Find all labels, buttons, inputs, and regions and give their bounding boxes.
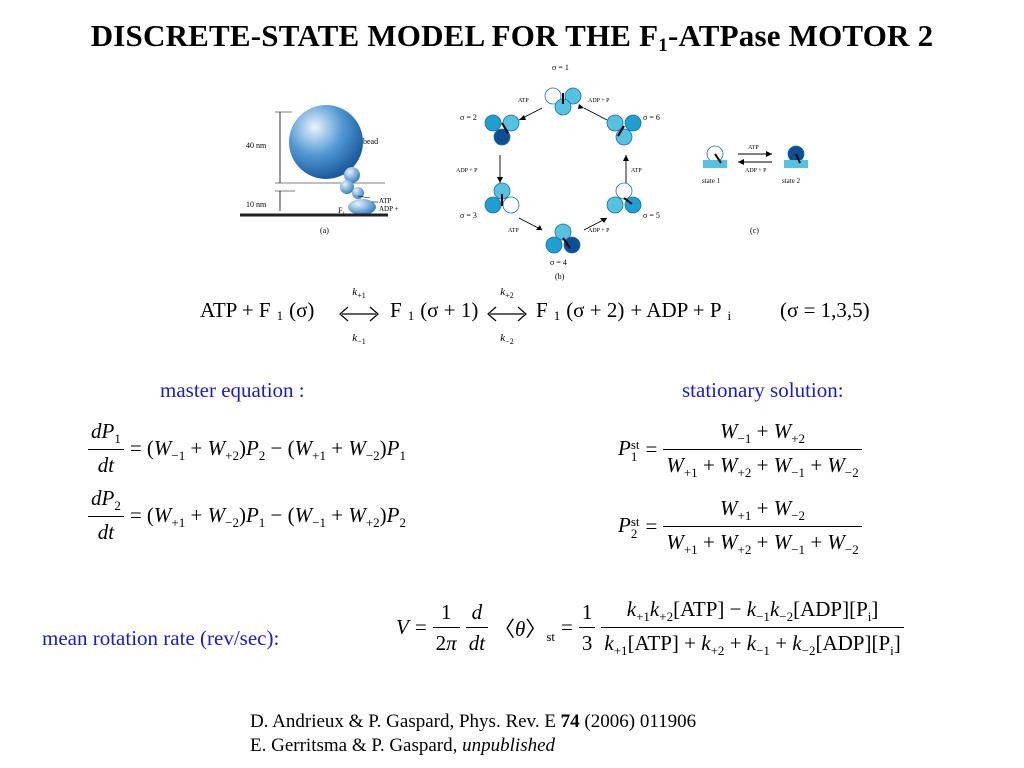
svg-text:F1: F1 <box>338 206 345 217</box>
rate-k-minus-1: k−1 <box>352 332 366 346</box>
rate-k-plus-2: k+2 <box>500 286 514 300</box>
state2-label: state 2 <box>782 177 801 185</box>
stationary-solution-label: stationary solution: <box>682 378 844 402</box>
rotor-state-5 <box>606 182 642 214</box>
label-10nm: 10 nm <box>246 200 267 209</box>
reference-2: E. Gerritsma & P. Gaspard, unpublished <box>250 735 556 756</box>
caption-c: (c) <box>750 226 759 235</box>
state-label-6: σ = 6 <box>643 113 660 122</box>
svg-text:ATP: ATP <box>518 98 529 104</box>
bead-label: bead <box>363 137 378 146</box>
svg-text:ATP: ATP <box>748 145 759 151</box>
caption-a: (a) <box>320 226 329 235</box>
state1-label: state 1 <box>702 177 721 185</box>
svg-text:ADP + Pi: ADP + Pi <box>379 205 400 214</box>
rotor-state-4 <box>545 223 581 254</box>
mean-rotation-label: mean rotation rate (rev/sec): <box>42 626 280 650</box>
rotor-state-2 <box>484 114 520 146</box>
rate-k-plus-1: k+1 <box>352 286 366 300</box>
svg-text:ATP: ATP <box>508 228 519 234</box>
references: D. Andrieux & P. Gaspard, Phys. Rev. E 7… <box>250 710 696 758</box>
figure-b-cycle-diagram: σ = 1 σ = 2 σ = 3 σ = 4 σ = 5 σ = 6 ATP … <box>456 63 660 281</box>
rate-k-minus-2: k−2 <box>500 332 514 346</box>
state-label-5: σ = 5 <box>643 211 660 220</box>
slide-title: DISCRETE-STATE MODEL FOR THE F1-ATPase M… <box>90 18 934 56</box>
state1-rotor <box>703 145 727 168</box>
state-label-3: σ = 3 <box>460 211 477 220</box>
figure-a-bead-diagram: 40 nm 10 nm bead F1 ATP ADP + Pi (a) <box>240 105 400 235</box>
master-equation-label: master equation : <box>160 378 305 402</box>
double-arrow-1-icon <box>339 306 379 322</box>
double-arrow-2-icon <box>487 306 527 322</box>
caption-b: (b) <box>555 272 565 281</box>
state-label-2: σ = 2 <box>460 113 477 122</box>
rotor-state-1 <box>544 87 582 116</box>
state-label-4: σ = 4 <box>550 258 567 267</box>
svg-text:ATP: ATP <box>379 197 392 205</box>
sigma-condition: (σ = 1,3,5) <box>780 298 870 322</box>
svg-text:ADP + P: ADP + P <box>588 228 610 234</box>
reference-1: D. Andrieux & P. Gaspard, Phys. Rev. E 7… <box>250 711 697 732</box>
state2-rotor <box>784 145 808 168</box>
rotor-state-3 <box>484 182 520 214</box>
bead-shape <box>289 105 363 179</box>
rotor-state-6 <box>606 114 642 146</box>
state-label-1: σ = 1 <box>552 63 569 72</box>
svg-text:ADP + P: ADP + P <box>588 98 610 104</box>
svg-text:ADP + P: ADP + P <box>745 168 767 174</box>
label-40nm: 40 nm <box>246 141 267 150</box>
svg-text:ATP: ATP <box>631 168 642 174</box>
f1-motor-shape <box>348 199 376 215</box>
figure-c-two-state: ATP ADP + P state 1 state 2 (c) <box>702 145 808 235</box>
svg-text:ADP + P: ADP + P <box>456 168 478 174</box>
